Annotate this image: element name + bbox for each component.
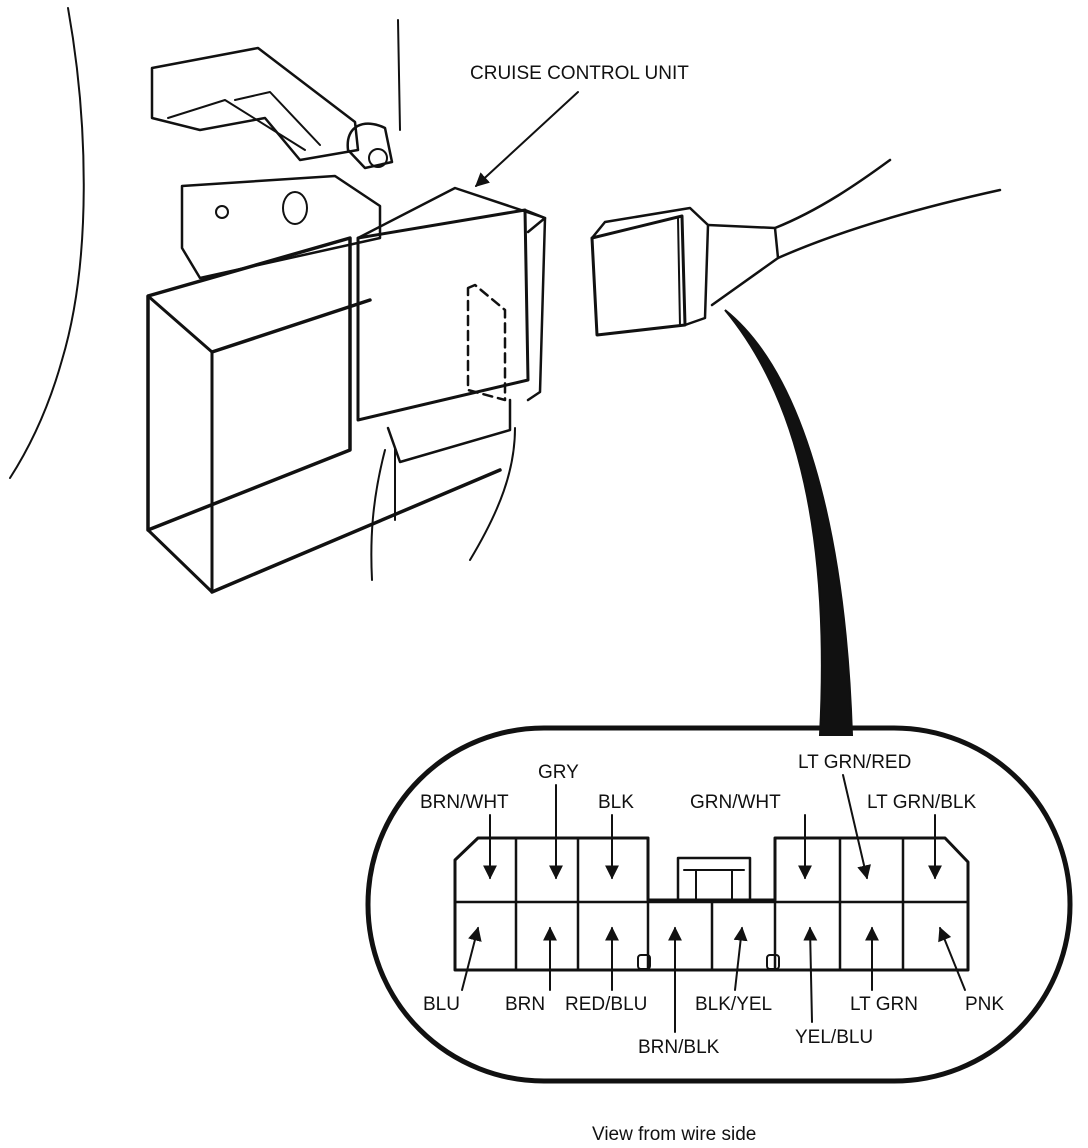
wire-label-lt-grn: LT GRN xyxy=(850,994,918,1015)
connector-key-right xyxy=(766,954,780,970)
wire-label-lt-grn-blk: LT GRN/BLK xyxy=(867,792,976,813)
wire-label-lt-grn-red: LT GRN/RED xyxy=(798,752,911,773)
harness-connector-plug xyxy=(590,158,1002,337)
wire-label-pnk: PNK xyxy=(965,994,1004,1015)
body-panel-curve-left xyxy=(9,7,85,479)
cruise-control-unit-label: CRUISE CONTROL UNIT xyxy=(470,63,689,84)
view-caption: View from wire side xyxy=(592,1124,756,1145)
wire-label-brn: BRN xyxy=(505,994,545,1015)
wire-label-gry: GRY xyxy=(538,762,579,783)
wire-label-blk-yel: BLK/YEL xyxy=(695,994,772,1015)
enlarged-view-frame xyxy=(365,725,1073,1084)
wire-pointer-arrows-top xyxy=(483,774,942,880)
wire-label-brn-blk: BRN/BLK xyxy=(638,1037,720,1058)
mounting-bracket xyxy=(150,46,394,280)
wire-pointer-arrows-bottom xyxy=(461,926,966,1033)
harness-cable xyxy=(773,158,892,230)
body-panel-line-top xyxy=(397,19,401,131)
wire-label-grn-wht: GRN/WHT xyxy=(690,792,781,813)
connector-key-left xyxy=(637,954,651,970)
wire-label-blk: BLK xyxy=(598,792,634,813)
unit-label-leader-arrow xyxy=(474,91,579,187)
wire-label-brn-wht: BRN/WHT xyxy=(420,792,509,813)
cruise-control-unit-body xyxy=(146,236,516,594)
wire-label-blu: BLU xyxy=(423,994,460,1015)
unit-connector-housing xyxy=(356,186,547,464)
wire-label-yel-blu: YEL/BLU xyxy=(795,1027,873,1048)
connector-latch xyxy=(676,856,752,902)
wire-label-red-blu: RED/BLU xyxy=(565,994,647,1015)
connector-face xyxy=(453,836,970,972)
enlarged-view-callout-leader xyxy=(724,309,854,736)
hidden-terminal-outline xyxy=(466,283,507,402)
